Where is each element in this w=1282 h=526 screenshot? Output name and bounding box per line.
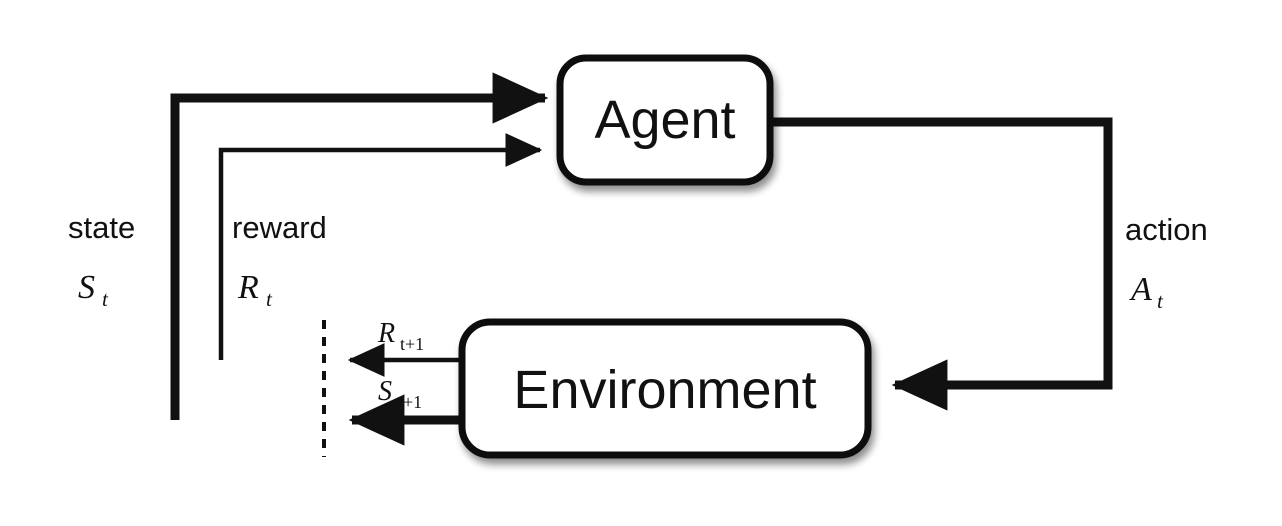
agent-box-shape xyxy=(556,54,774,186)
label-reward-text: reward xyxy=(232,210,327,245)
node-agent[interactable] xyxy=(556,54,774,186)
label-reward-symbol-letter: R xyxy=(237,269,259,306)
label-state-next-subscript: t+1 xyxy=(398,392,422,412)
label-state-symbol: S t xyxy=(78,269,109,311)
label-reward-symbol-subscript: t xyxy=(266,287,273,311)
label-reward-next-subscript: t+1 xyxy=(400,334,424,354)
label-action-symbol: A t xyxy=(1129,271,1164,313)
label-action-symbol-subscript: t xyxy=(1157,289,1164,313)
label-action-symbol-letter: A xyxy=(1129,271,1152,308)
label-state-next: S t+1 xyxy=(378,376,422,412)
label-reward-next: R t+1 xyxy=(377,318,424,354)
label-reward-symbol: R t xyxy=(237,269,273,311)
label-action-text: action xyxy=(1125,212,1208,247)
label-state-next-letter: S xyxy=(378,376,392,407)
environment-box-shape xyxy=(458,318,872,459)
edge-action-forward-line xyxy=(770,117,1113,411)
label-state-symbol-subscript: t xyxy=(102,287,109,311)
edge-reward-feedback-line xyxy=(218,133,543,360)
label-reward-next-letter: R xyxy=(377,318,395,349)
label-state-text: state xyxy=(68,210,135,245)
environment-box-label: Environment xyxy=(513,360,816,420)
label-state-symbol-letter: S xyxy=(78,269,95,306)
node-environment[interactable] xyxy=(458,318,872,459)
edge-state-feedback-line xyxy=(170,72,549,420)
agent-box-label: Agent xyxy=(594,90,735,150)
